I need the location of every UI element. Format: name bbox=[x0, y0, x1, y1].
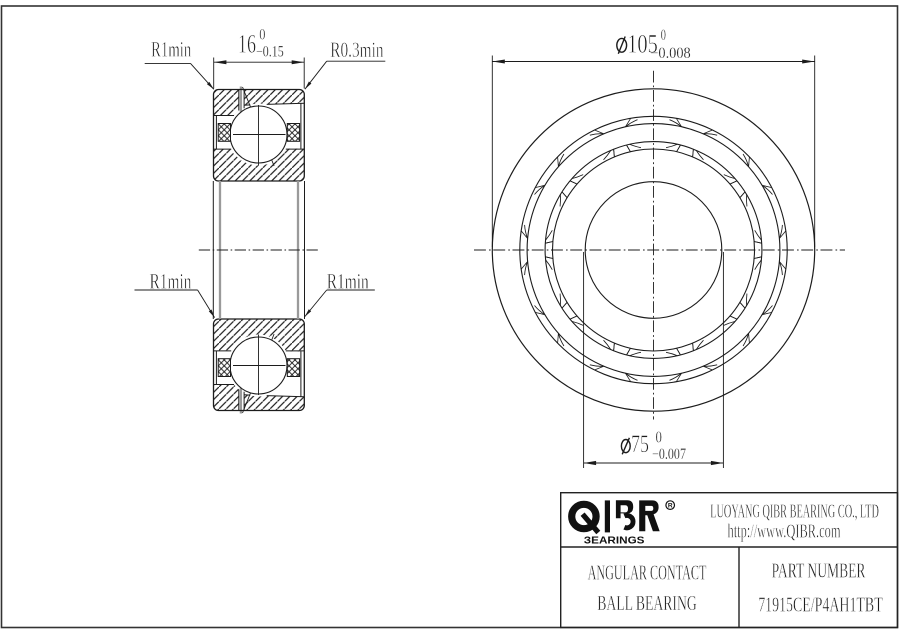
svg-text:−0.15: −0.15 bbox=[256, 44, 284, 61]
svg-text:R0.3min: R0.3min bbox=[330, 37, 383, 62]
svg-text:71915CE/P4AH1TBT: 71915CE/P4AH1TBT bbox=[758, 593, 883, 617]
svg-text:−0.008: −0.008 bbox=[650, 45, 691, 62]
svg-text:105: 105 bbox=[627, 29, 658, 58]
svg-text:0: 0 bbox=[661, 27, 666, 44]
svg-text:16: 16 bbox=[238, 29, 256, 58]
svg-text:ANGULAR CONTACT: ANGULAR CONTACT bbox=[588, 561, 707, 585]
svg-text:ЗEARINGS: ЗEARINGS bbox=[584, 535, 645, 546]
svg-text:R: R bbox=[668, 503, 673, 510]
svg-text:75: 75 bbox=[631, 431, 649, 458]
svg-text:R1min: R1min bbox=[327, 268, 369, 293]
svg-text:R1min: R1min bbox=[150, 268, 192, 293]
svg-text:LUOYANG QIBR BEARING CO., LTD: LUOYANG QIBR BEARING CO., LTD bbox=[710, 501, 879, 523]
svg-text:PART NUMBER: PART NUMBER bbox=[772, 559, 866, 583]
svg-text:0: 0 bbox=[656, 428, 663, 447]
svg-text:0: 0 bbox=[259, 26, 265, 43]
svg-text:BALL BEARING: BALL BEARING bbox=[597, 591, 697, 615]
svg-text:http://www.QIBR.com: http://www.QIBR.com bbox=[728, 521, 841, 543]
svg-text:R1min: R1min bbox=[151, 36, 191, 61]
svg-text:−0.007: −0.007 bbox=[652, 446, 686, 463]
